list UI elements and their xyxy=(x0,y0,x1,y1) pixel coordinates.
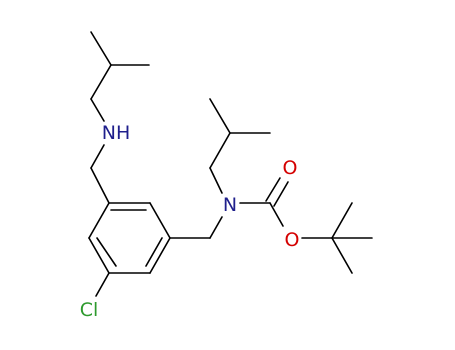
atom-o-carbonyl: O xyxy=(283,157,298,179)
bond xyxy=(90,144,105,169)
bond xyxy=(149,237,171,274)
bond xyxy=(88,202,110,239)
bond xyxy=(209,167,223,194)
bond xyxy=(269,202,284,227)
bond xyxy=(265,177,281,202)
bond xyxy=(90,31,112,66)
bond xyxy=(209,98,231,134)
atom-nh: NH xyxy=(102,122,131,144)
atom-cl: Cl xyxy=(80,299,99,321)
bond xyxy=(90,98,105,122)
bond xyxy=(90,167,110,204)
bond xyxy=(209,132,231,169)
bond xyxy=(331,237,353,274)
bond xyxy=(96,237,117,267)
bond xyxy=(88,237,110,274)
atom-n: N xyxy=(223,194,237,216)
atom-o-ester: O xyxy=(285,229,300,251)
bond xyxy=(149,202,171,239)
bond xyxy=(331,202,353,239)
bond xyxy=(145,237,163,267)
bond xyxy=(209,216,223,239)
bond xyxy=(95,272,110,297)
bond xyxy=(273,181,289,207)
bond xyxy=(90,64,112,100)
